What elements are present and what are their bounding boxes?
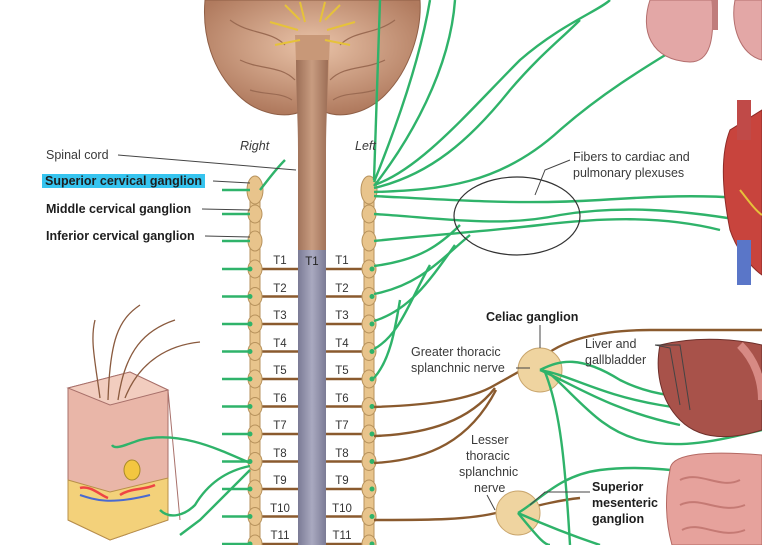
- superior-cervical-ganglion-highlight: Superior cervical ganglion: [42, 174, 205, 188]
- left-chain-ganglion-T5: [361, 369, 377, 389]
- greater-splanchnic-label-line2: splanchnic nerve: [411, 361, 505, 375]
- right-green-synapse-T11: [247, 541, 253, 545]
- left-segment-label-T10: T10: [332, 502, 352, 515]
- right-segment-label-T4: T4: [273, 337, 287, 350]
- left-segment-label-T6: T6: [335, 392, 349, 405]
- left-green-synapse-T2: [369, 294, 375, 299]
- right-side-label: Right: [240, 139, 270, 153]
- lesser-splanchnic-label-line2: thoracic: [466, 449, 510, 463]
- left-segment-label-T4: T4: [335, 337, 349, 350]
- spinal-cord: [296, 60, 328, 545]
- left-segment-label-T2: T2: [335, 282, 349, 295]
- left-green-synapse-T5: [369, 376, 375, 382]
- right-segment-label-T3: T3: [273, 310, 287, 322]
- left-chain-ganglion-T10: [361, 507, 377, 526]
- right-green-synapse-T1: [247, 266, 253, 272]
- superior-mesenteric-label-line3: ganglion: [592, 512, 645, 526]
- superior-cervical-ganglion-label: Superior cervical ganglion: [42, 174, 205, 189]
- intestine-illustration: [665, 452, 762, 545]
- leader-lines: [117, 154, 691, 511]
- inferior-cervical-ganglion-label: Inferior cervical ganglion: [46, 229, 195, 243]
- liver-illustration: [657, 338, 762, 438]
- right-segment-label-T8: T8: [273, 447, 287, 460]
- left-segment-label-T8: T8: [335, 447, 349, 460]
- lungs-illustration: [645, 0, 762, 63]
- segmental-rungs: [222, 259, 377, 545]
- right-green-synapse-T10: [247, 514, 253, 519]
- lesser-splanchnic-label-line1: Lesser: [471, 433, 509, 447]
- left-segment-label-T3: T3: [335, 310, 349, 322]
- heart-illustration: [722, 100, 762, 285]
- right-segment-label-T5: T5: [273, 365, 287, 377]
- fibers-label-line1: Fibers to cardiac and: [573, 150, 690, 164]
- left-segment-label-T9: T9: [335, 475, 349, 487]
- right-segment-label-T1: T1: [273, 255, 287, 267]
- right-green-synapse-T3: [247, 321, 253, 327]
- left-green-synapse-T4: [369, 349, 375, 354]
- middle-cervical-ganglion-label: Middle cervical ganglion: [46, 202, 192, 216]
- left-green-synapse-T3: [369, 321, 375, 327]
- superior-mesenteric-label-line1: Superior: [592, 480, 644, 494]
- right-segment-label-T2: T2: [273, 282, 287, 295]
- lesser-splanchnic-label-line3: splanchnic: [459, 465, 519, 479]
- cardiac-pulmonary-fibers: [372, 0, 741, 379]
- skin-section-illustration: [66, 304, 201, 541]
- right-green-synapse-T6: [247, 404, 253, 409]
- right-green-synapse-T5: [247, 376, 253, 382]
- right-green-synapse-T2: [247, 294, 253, 299]
- left-segment-label-T11: T11: [332, 530, 352, 542]
- plexus-outline: [453, 176, 581, 256]
- fibers-label-line2: pulmonary plexuses: [573, 166, 685, 180]
- spinal-cord-label: Spinal cord: [46, 148, 109, 162]
- left-green-synapse-T7: [369, 431, 375, 437]
- right-side-green-fibers: [222, 159, 286, 243]
- cord-segment-label: T1: [305, 256, 319, 268]
- right-green-synapse-T9: [247, 486, 253, 492]
- right-segment-label-T11: T11: [270, 530, 290, 542]
- celiac-ganglion-label: Celiac ganglion: [486, 310, 579, 324]
- left-segment-label-T1: T1: [335, 255, 349, 267]
- greater-splanchnic-label-line1: Greater thoracic: [411, 345, 501, 359]
- left-chain-ganglion-T8: [361, 452, 377, 471]
- left-chain-ganglion-T7: [361, 424, 377, 444]
- liver-label-line2: gallbladder: [585, 353, 647, 367]
- right-segment-label-T9: T9: [273, 475, 287, 487]
- left-segment-label-T5: T5: [335, 365, 349, 377]
- left-green-synapse-T11: [369, 541, 375, 545]
- left-segment-label-T7: T7: [335, 420, 349, 432]
- left-side-label: Left: [355, 139, 376, 153]
- right-green-synapse-T4: [247, 349, 253, 354]
- left-chain-ganglion-T4: [361, 342, 377, 361]
- left-green-synapse-T9: [369, 486, 375, 492]
- liver-label-line1: Liver and: [585, 337, 637, 351]
- left-chain-ganglion-T9: [361, 479, 377, 499]
- right-segment-label-T6: T6: [273, 392, 287, 405]
- left-green-synapse-T8: [369, 459, 375, 464]
- left-green-synapse-T10: [369, 514, 375, 519]
- left-chain-ganglion-T3: [361, 314, 377, 334]
- right-segment-label-T10: T10: [270, 502, 290, 515]
- skin-green-fibers: [110, 436, 251, 536]
- right-segment-label-T7: T7: [273, 420, 287, 432]
- left-chain-ganglion-T1: [361, 259, 377, 279]
- lesser-splanchnic-label-line4: nerve: [474, 481, 506, 495]
- superior-mesenteric-label-line2: mesenteric: [592, 496, 659, 510]
- left-green-synapse-T6: [369, 404, 375, 409]
- right-green-synapse-T7: [247, 431, 253, 437]
- left-chain-ganglion-T2: [361, 287, 377, 306]
- left-green-synapse-T1: [369, 266, 375, 272]
